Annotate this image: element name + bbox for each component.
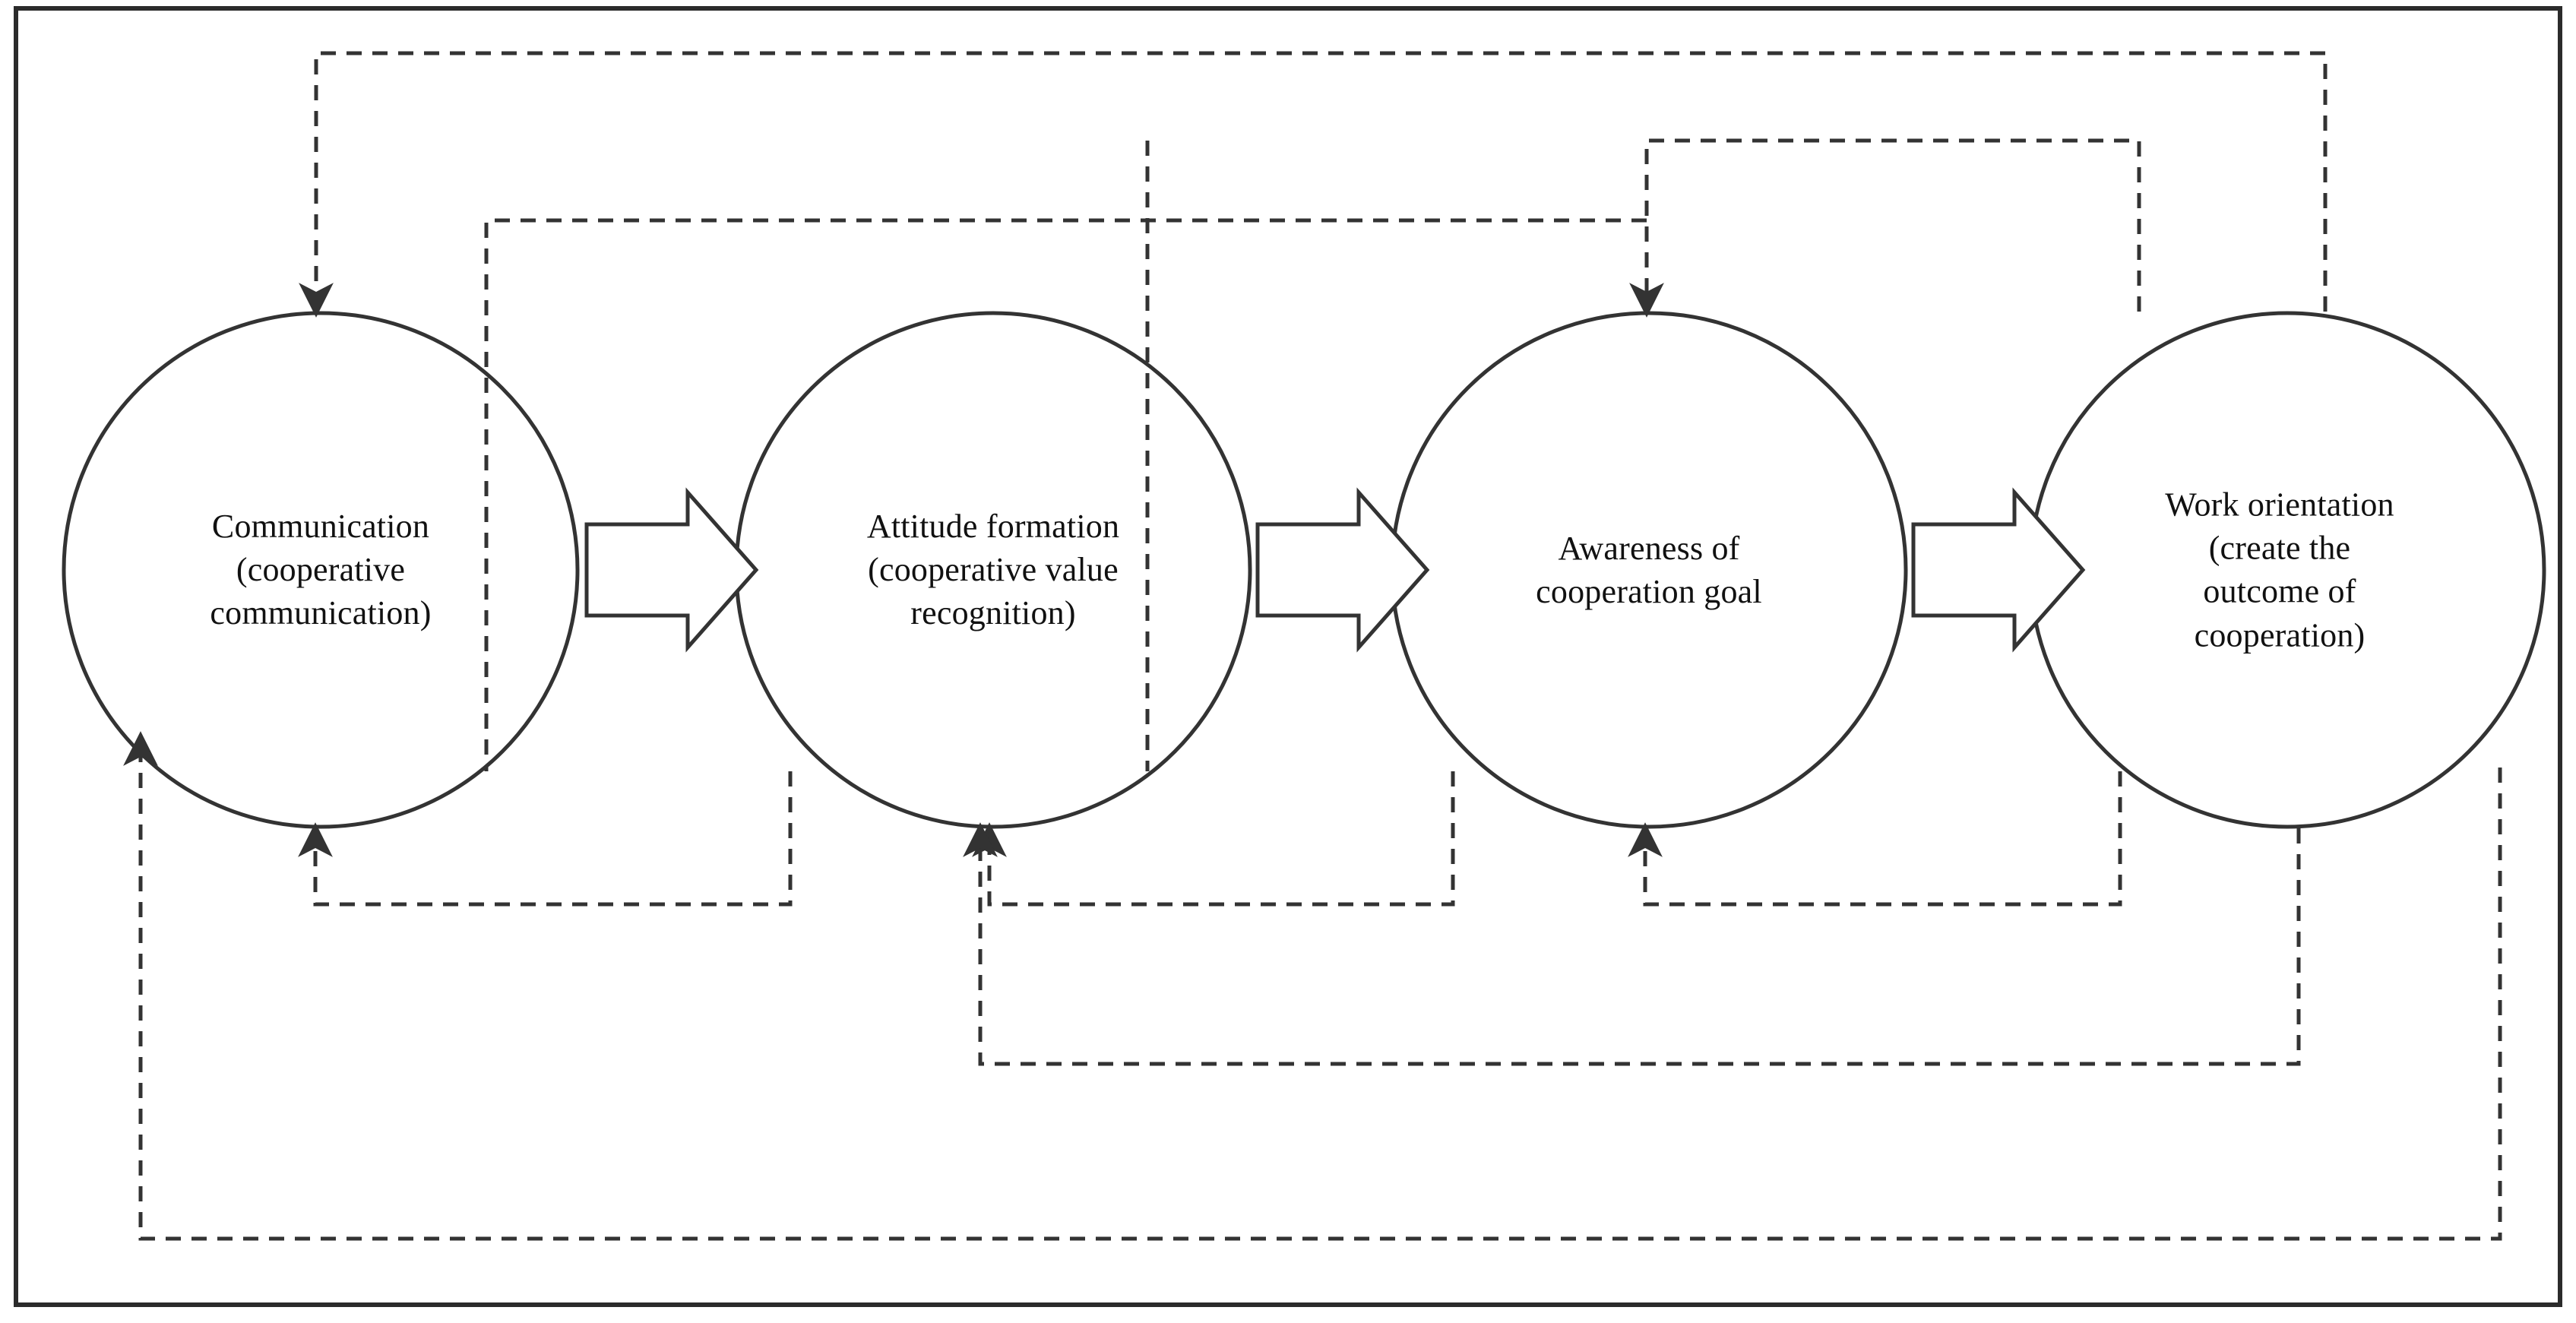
feedback-work-to-communication-bottom bbox=[123, 731, 2502, 1241]
node-circle-attitude-formation bbox=[734, 311, 1252, 829]
arrow-awareness-to-work bbox=[1911, 487, 2086, 653]
feedback-attitude-to-communication-bottom bbox=[298, 771, 793, 907]
arrow-attitude-to-awareness bbox=[1255, 487, 1430, 653]
arrow-communication-to-attitude bbox=[584, 487, 759, 653]
feedback-work-to-awareness-top bbox=[1629, 138, 2141, 318]
feedback-work-to-awareness-bottom bbox=[1628, 771, 2122, 907]
feedback-awareness-to-communication-top-path bbox=[484, 218, 1647, 771]
node-circle-work-orientation bbox=[2028, 311, 2546, 829]
feedback-work-to-communication-top bbox=[299, 51, 2328, 318]
feedback-awareness-to-attitude-bottom bbox=[972, 771, 1455, 907]
node-circle-awareness-of-cooperation-goal bbox=[1390, 311, 1908, 829]
feedback-work-to-attitude-bottom bbox=[963, 822, 2301, 1066]
